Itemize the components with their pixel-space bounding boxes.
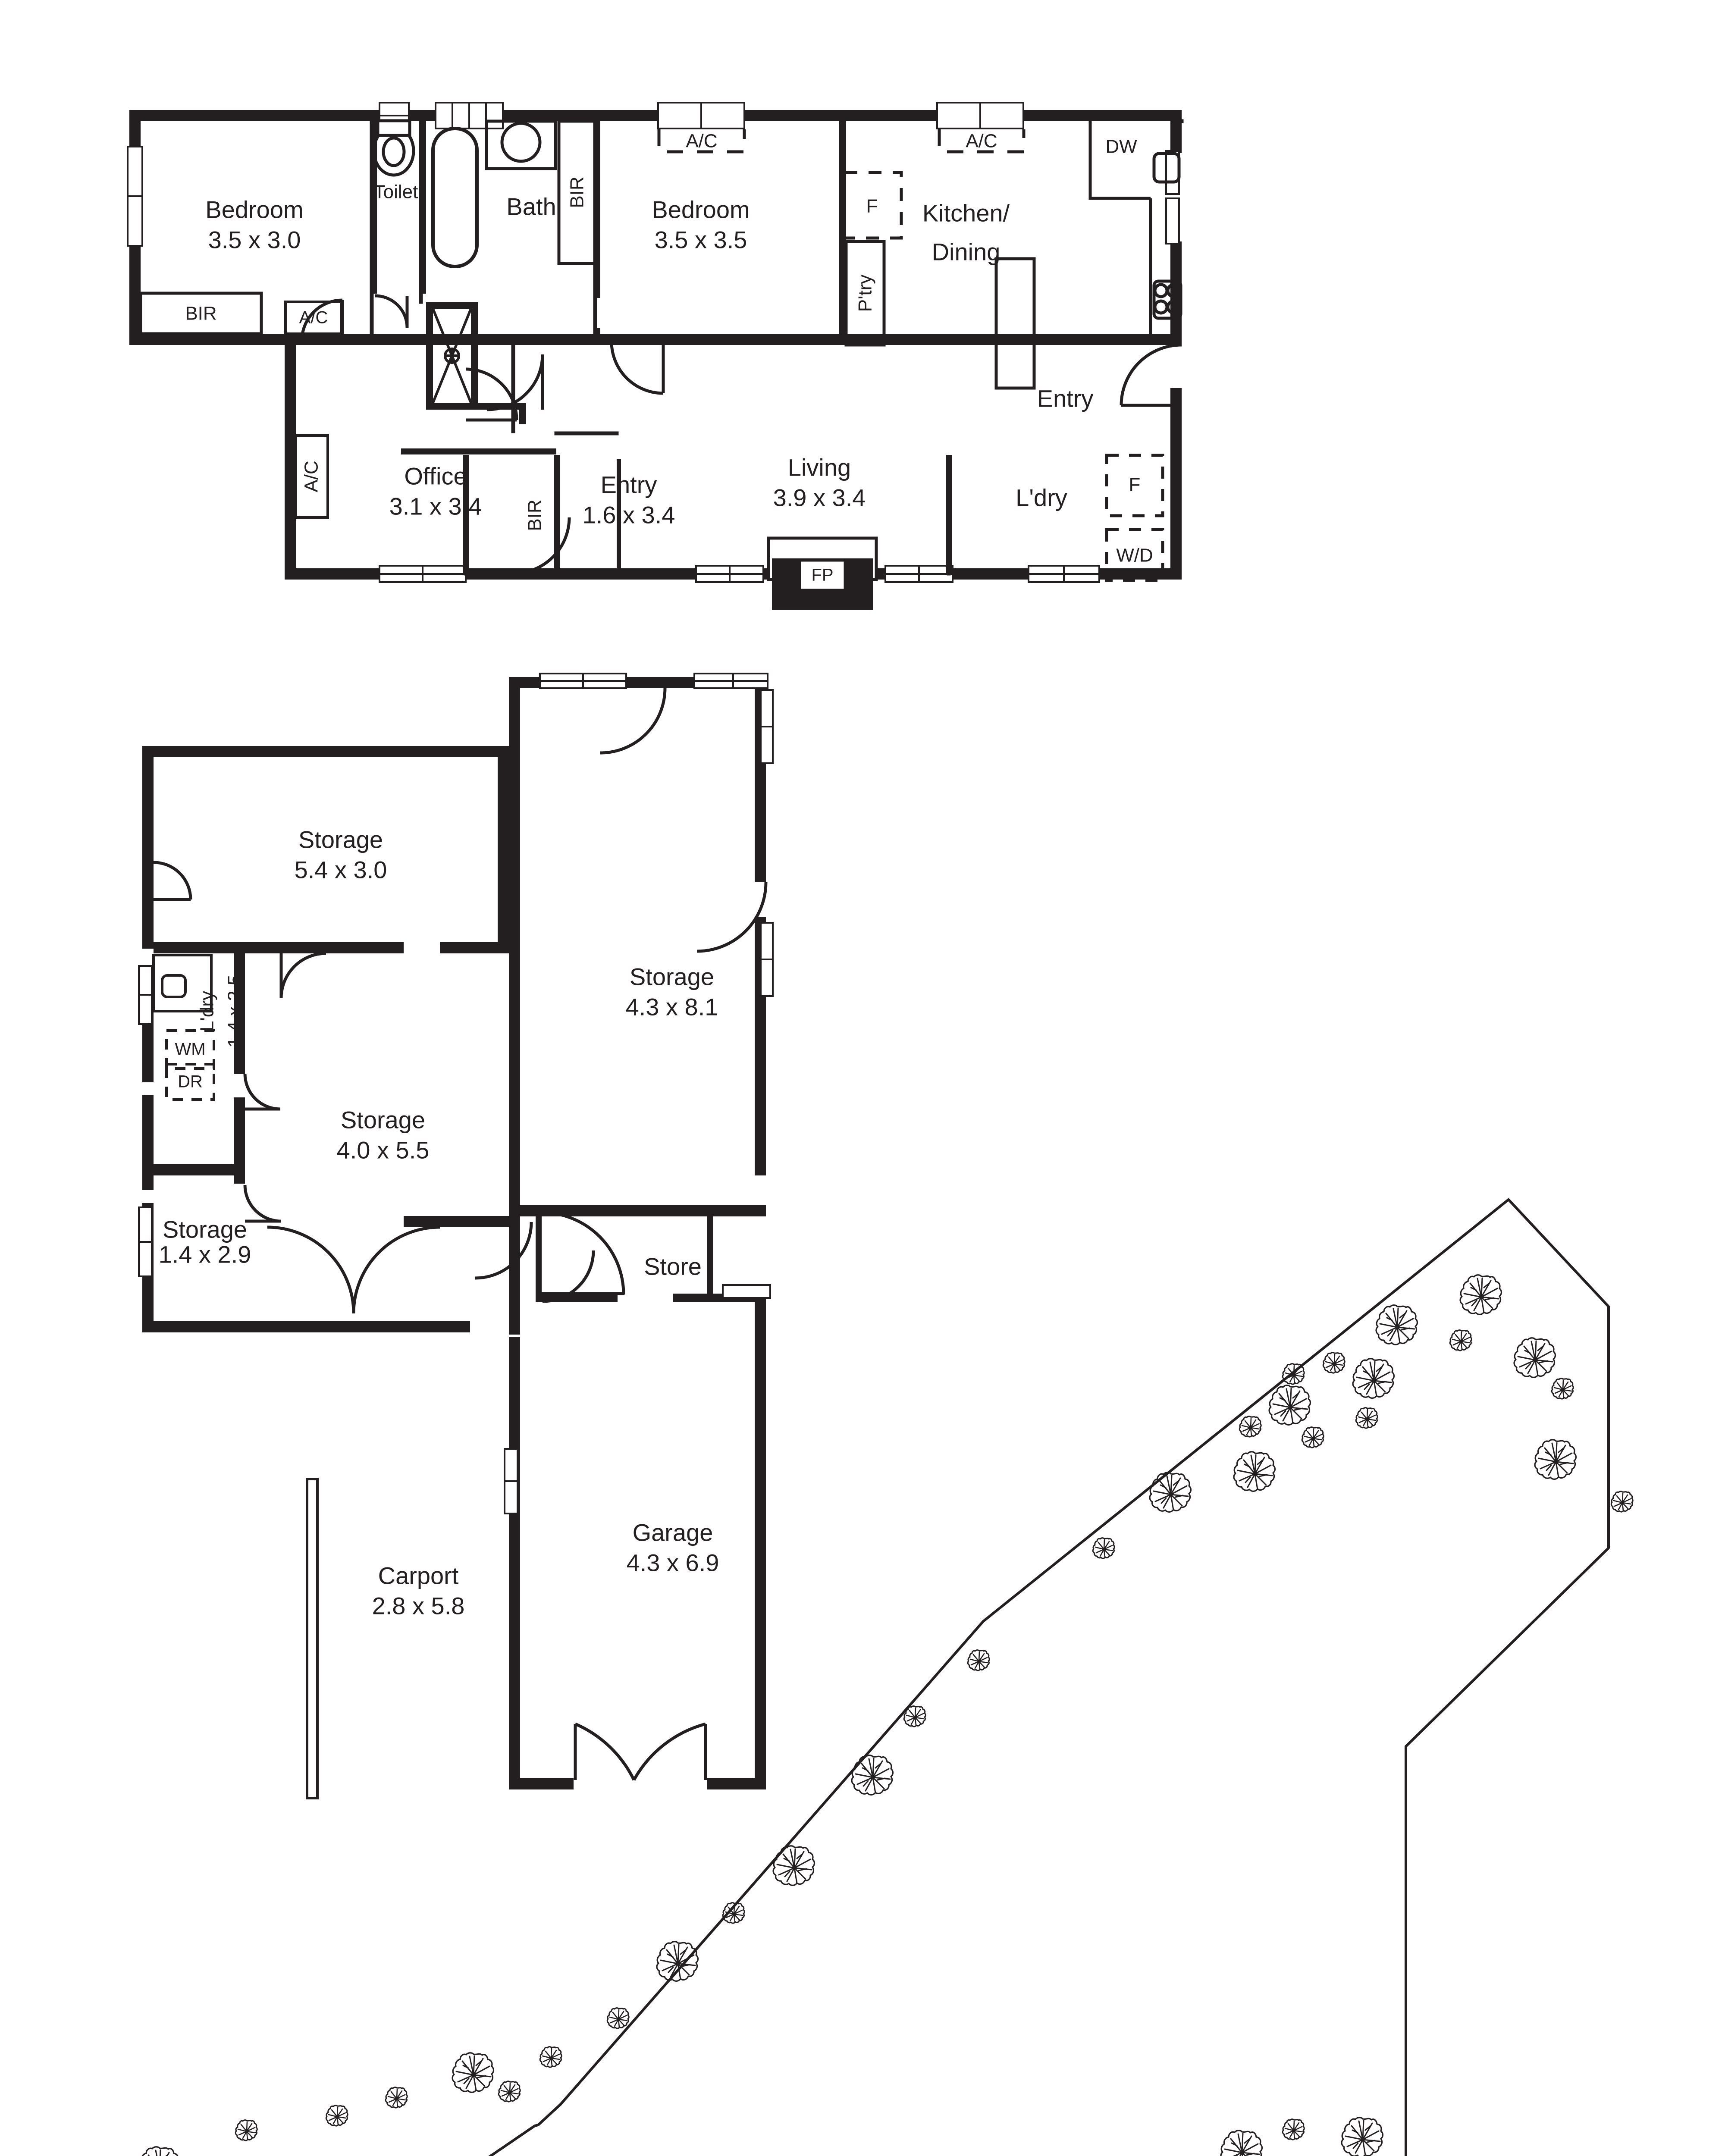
bir-bedroom1-box (139, 291, 263, 335)
room-label-entry-front: Entry (1037, 385, 1094, 412)
room-label-carport-name: Carport (378, 1562, 459, 1589)
room-label-storage-3-dim: 4.0 x 5.5 (336, 1136, 430, 1164)
fridge-kitchen-dash (843, 171, 903, 240)
room-label-laundry-shed-name: L'dry (196, 991, 218, 1031)
fixture-label-washing-machine: WM (175, 1040, 206, 1059)
room-label-kitchen-dining-line2: Dining (932, 238, 1000, 266)
fixture-label-ac-bedroom2: A/C (686, 130, 718, 152)
room-label-garage-dim: 4.3 x 6.9 (626, 1549, 719, 1576)
fixture-label-washer-dryer: W/D (1116, 545, 1153, 566)
room-label-bedroom-2-name: Bedroom (652, 196, 750, 223)
fixture-label-dishwasher: DW (1105, 136, 1137, 157)
room-label-storage-2-dim: 4.3 x 8.1 (625, 993, 718, 1021)
site-plan-group (138, 1198, 1634, 2156)
room-label-storage-1-name: Storage (298, 826, 383, 853)
room-label-bath: Bath (506, 193, 556, 220)
fixture-label-pantry: P'try (854, 274, 876, 312)
room-label-office-name: Office (404, 462, 467, 490)
fixture-label-fireplace: FP (811, 565, 834, 585)
ac-kitchen-dash (938, 129, 1026, 154)
site-trees (138, 1274, 1634, 2156)
carport-post (306, 1478, 319, 1799)
toilet-fixture (372, 119, 415, 177)
room-label-store: Store (644, 1253, 702, 1280)
kitchen-joinery (844, 121, 1182, 390)
house-floorplan-group (127, 102, 1184, 610)
room-label-storage-4-dim: 1.4 x 2.9 (158, 1241, 251, 1268)
room-label-laundry-shed-dim: 1.4 x 2.5 (224, 975, 245, 1048)
fixture-label-fridge-laundry: F (1129, 474, 1141, 495)
room-label-bedroom-1-dim: 3.5 x 3.0 (208, 226, 301, 254)
fixture-label-bir-bedroom1: BIR (185, 303, 217, 324)
room-label-living-name: Living (787, 454, 851, 481)
room-label-living-dim: 3.9 x 3.4 (773, 484, 866, 511)
room-label-storage-1-dim: 5.4 x 3.0 (294, 856, 387, 884)
room-label-kitchen-dining-line1: Kitchen/ (922, 199, 1010, 227)
room-label-garage-name: Garage (632, 1519, 713, 1546)
room-label-bedroom-2-dim: 3.5 x 3.5 (654, 226, 747, 254)
room-label-storage-3-name: Storage (340, 1106, 426, 1134)
shed-floorplan-group (138, 673, 774, 1799)
fireplace (767, 536, 878, 610)
fixture-label-ac-office: A/C (301, 461, 322, 492)
ac-bedroom2-dash (657, 129, 746, 154)
room-label-bedroom-1-name: Bedroom (205, 196, 304, 223)
fixture-label-bir-office: BIR (524, 499, 546, 531)
laundry-trough (152, 954, 213, 1012)
bathtub-fixture (431, 127, 479, 268)
shower-fixture (432, 308, 472, 404)
room-label-toilet: Toilet (373, 181, 418, 203)
wm-dr-dash (165, 1029, 215, 1101)
room-label-entry-hall-dim: 1.6 x 3.4 (582, 501, 675, 529)
room-label-office-dim: 3.1 x 3.4 (389, 492, 482, 520)
fixture-label-dryer: DR (178, 1072, 203, 1091)
room-label-laundry: L'dry (1016, 484, 1067, 511)
laundry-appliances-dash (1105, 454, 1164, 582)
room-label-entry-hall-name: Entry (600, 471, 657, 498)
bir-bath-box (557, 119, 597, 265)
room-label-carport-dim: 2.8 x 5.8 (372, 1592, 465, 1620)
ac-office-box (295, 434, 329, 519)
vanity-basin (485, 119, 557, 170)
fixture-label-ac-kitchen: A/C (966, 130, 997, 152)
fixture-label-fridge-kitchen: F (866, 195, 878, 217)
room-label-storage-4-name: Storage (162, 1216, 248, 1243)
fixture-label-ac-bedroom1: A/C (299, 308, 328, 327)
room-label-storage-2-name: Storage (629, 963, 715, 990)
fixture-label-bir-bath: BIR (566, 176, 588, 208)
